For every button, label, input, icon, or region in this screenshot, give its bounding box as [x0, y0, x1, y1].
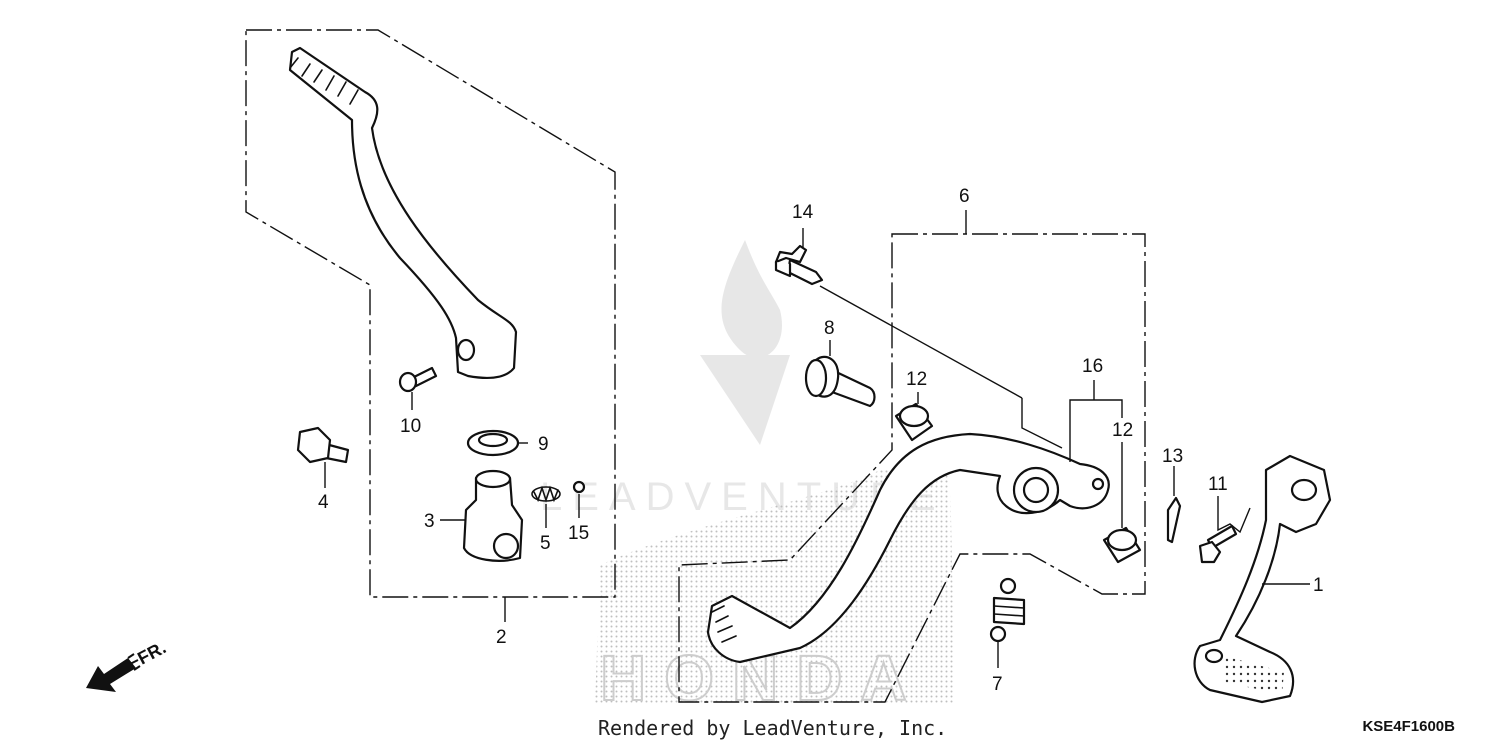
- bolt-10: [398, 366, 438, 393]
- callout-9[interactable]: 9: [538, 434, 549, 455]
- leadventure-watermark: LEADVENTURE: [540, 240, 936, 519]
- callout-2[interactable]: 2: [496, 627, 507, 648]
- cotter-pin-13: [1166, 496, 1182, 544]
- callout-11[interactable]: 11: [1208, 474, 1228, 495]
- callout-8[interactable]: 8: [824, 318, 835, 339]
- bolt-11: [1198, 524, 1238, 564]
- return-spring-7: [989, 577, 1026, 643]
- oil-seal-9: [466, 429, 520, 457]
- diagram-code: KSE4F1600B: [1362, 718, 1455, 735]
- gearshift-pedal-1: [1193, 454, 1332, 704]
- front-direction-arrow-icon: FR.: [86, 637, 169, 692]
- callout-13[interactable]: 13: [1162, 446, 1183, 467]
- callout-4[interactable]: 4: [318, 492, 329, 513]
- callout-1[interactable]: 1: [1313, 575, 1324, 596]
- kick-boss-3: [462, 469, 524, 562]
- washer-15: [572, 480, 586, 494]
- brake-pedal-group-boundary: [678, 233, 1146, 703]
- kick-starter-arm: [288, 46, 518, 379]
- front-arrow-label: FR.: [134, 637, 169, 668]
- pivot-bolt-8: [804, 355, 876, 408]
- callout-14[interactable]: 14: [792, 202, 814, 223]
- brake-pedal: [706, 432, 1110, 664]
- callout-5[interactable]: 5: [540, 533, 551, 554]
- callout-3[interactable]: 3: [424, 511, 435, 532]
- callout-6[interactable]: 6: [959, 186, 970, 207]
- collar-12-upper: [894, 402, 934, 442]
- callout-10[interactable]: 10: [400, 416, 421, 437]
- callout-7[interactable]: 7: [992, 674, 1003, 695]
- spring-5: [531, 485, 561, 503]
- callout-15[interactable]: 15: [568, 523, 589, 544]
- flange-bolt-4: [296, 426, 350, 464]
- kick-assembly-group-boundary: [245, 29, 616, 598]
- pivot-pin-14: [774, 244, 824, 286]
- callout-12-lower[interactable]: 12: [1112, 420, 1133, 441]
- rendered-by-footer: Rendered by LeadVenture, Inc.: [598, 716, 948, 740]
- callout-12-upper[interactable]: 12: [906, 369, 927, 390]
- collar-12-lower: [1102, 526, 1142, 564]
- callout-16[interactable]: 16: [1082, 356, 1103, 377]
